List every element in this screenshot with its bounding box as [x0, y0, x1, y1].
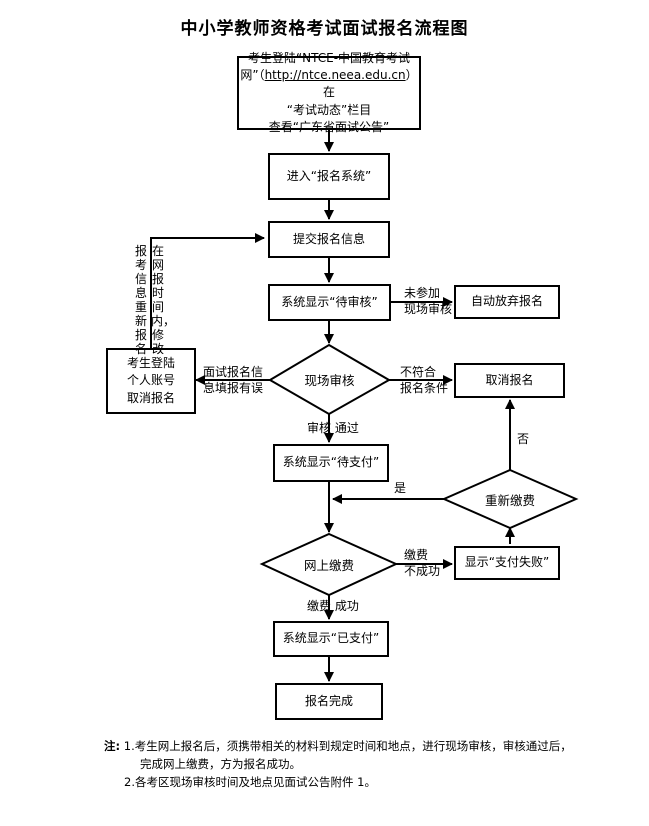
label-info-error-line1: 面试报名信	[203, 365, 264, 379]
label-no: 否	[517, 432, 530, 446]
complete-box: 报名完成	[275, 683, 383, 720]
start-line1: 考生登陆“NTCE-中国教育考试	[247, 50, 411, 65]
notes-item1-line2: 完成网上缴费，方为报名成功。	[140, 757, 301, 771]
label-pay-fail-line1: 缴费	[404, 548, 429, 562]
label-not-attend-line1: 未参加	[404, 286, 441, 300]
enter-system-box: 进入“报名系统”	[268, 153, 390, 200]
start-line2-post: ）在	[322, 67, 418, 100]
label-pay-fail-line2: 不成功	[404, 563, 441, 578]
arrow-loop-to-submit	[150, 233, 265, 348]
start-line4: 查看“广东省面试公告”	[268, 120, 390, 135]
cancel-account-line2: 个人账号	[126, 373, 175, 388]
label-not-attend-line2: 现场审核	[404, 301, 453, 316]
pending-review-box: 系统显示“待审核”	[268, 284, 391, 321]
ntce-link[interactable]: http://ntce.neea.edu.cn	[264, 67, 406, 82]
label-nonconform-line2: 报名条件	[400, 380, 449, 395]
paid-box: 系统显示“已支付”	[273, 621, 389, 657]
decision-online-payment-shape	[259, 532, 399, 597]
notes: 注: 1.考生网上报名后，须携带相关的材料到规定时间和地点，进行现场审核，审核通…	[104, 737, 584, 791]
decision-onsite-review: 现场审核	[304, 373, 355, 388]
cancel-registration-box: 取消报名	[454, 363, 565, 398]
abandon-box: 自动放弃报名	[454, 285, 560, 319]
label-review-pass: 审核 通过	[307, 421, 359, 435]
label-pay-success: 缴费 成功	[307, 599, 359, 613]
label-not-attend: 未参加 现场审核	[404, 286, 452, 317]
notes-head: 注:	[104, 739, 121, 753]
payment-failed-box: 显示“支付失败”	[454, 546, 560, 580]
label-nonconform: 不符合 报名条件	[400, 365, 448, 396]
label-modify-col2: 在网报时间内，修改	[151, 244, 176, 356]
label-modify-col1: 报考信息重新报名	[134, 244, 147, 356]
label-pay-fail: 缴费 不成功	[404, 548, 440, 579]
decision-onsite-review-shape	[268, 343, 392, 416]
start-line3: “考试动态”栏目	[286, 102, 372, 117]
pending-payment-box: 系统显示“待支付”	[273, 444, 389, 482]
label-info-error: 面试报名信 息填报有误	[203, 365, 263, 396]
start-line2-pre: 网”（	[240, 67, 265, 82]
label-yes: 是	[394, 481, 407, 495]
notes-item1-line1: 1.考生网上报名后，须携带相关的材料到规定时间和地点，进行现场审核，审核通过后，	[123, 739, 572, 753]
decision-online-payment: 网上缴费	[303, 558, 354, 573]
page-title: 中小学教师资格考试面试报名流程图	[180, 19, 469, 39]
label-nonconform-line1: 不符合	[400, 365, 437, 379]
cancel-account-box: 考生登陆 个人账号 取消报名	[106, 348, 196, 414]
label-info-error-line2: 息填报有误	[203, 380, 264, 395]
submit-info-box: 提交报名信息	[268, 221, 390, 258]
start-box: 考生登陆“NTCE-中国教育考试 网”（http://ntce.neea.edu…	[237, 51, 421, 134]
decision-repay-shape	[441, 468, 579, 530]
notes-item2: 2.各考区现场审核时间及地点见面试公告附件 1。	[124, 775, 376, 789]
decision-repay: 重新缴费	[484, 492, 535, 508]
cancel-account-line1: 考生登陆	[126, 355, 175, 370]
cancel-account-line3: 取消报名	[126, 390, 175, 405]
